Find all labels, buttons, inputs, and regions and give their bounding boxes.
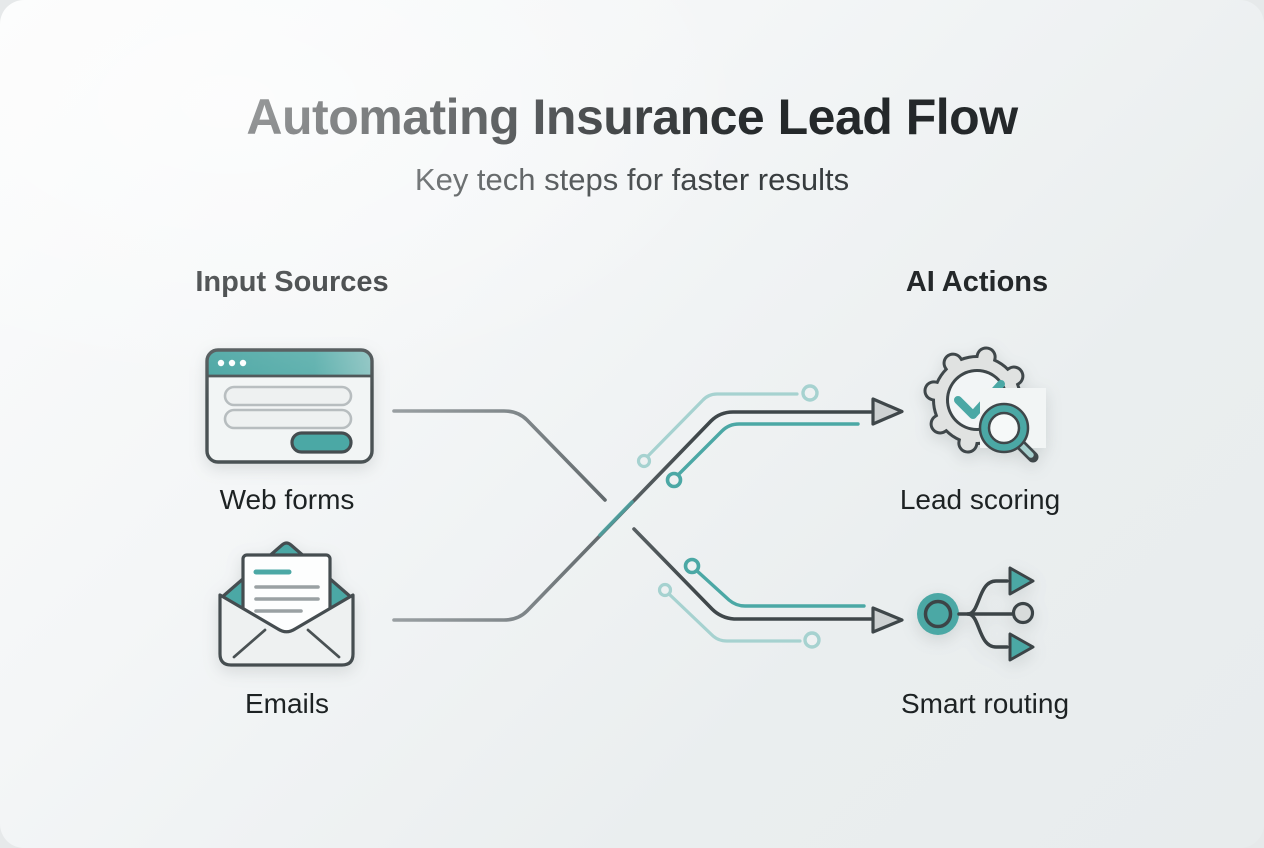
form-field	[223, 408, 353, 430]
envelope-front	[218, 593, 355, 667]
branch-arrowhead-icon	[1008, 632, 1035, 662]
form-submit-button	[290, 431, 353, 454]
window-dot	[217, 359, 225, 367]
circuit-trace-top-teal	[665, 422, 860, 489]
magnifier-icon	[978, 388, 1046, 463]
window-dot	[228, 359, 236, 367]
circuit-trace-top-light	[636, 384, 819, 469]
open-email-icon	[218, 541, 355, 667]
circuit-trace-bottom-teal	[683, 557, 866, 608]
item-label-smart-routing: Smart routing	[900, 688, 1070, 719]
column-header-input-sources: Input Sources	[195, 266, 389, 298]
branch-arrowhead-icon	[1008, 566, 1035, 596]
routing-node	[917, 593, 959, 635]
form-field	[223, 385, 353, 407]
column-header-ai-actions: AI Actions	[905, 266, 1049, 298]
browser-form-icon	[205, 348, 374, 464]
branching-arrows-icon	[917, 566, 1035, 662]
gear-check-magnifier-icon	[923, 346, 1046, 463]
branch-endpoint-node	[1011, 601, 1035, 625]
page-subtitle: Key tech steps for faster results	[414, 162, 850, 197]
page-title: Automating Insurance Lead Flow	[246, 89, 1018, 145]
item-label-web-forms: Web forms	[219, 484, 355, 515]
flow-line-emails-to-leadscoring	[392, 410, 873, 622]
flow-line-webforms-to-routing-2	[632, 527, 873, 621]
window-dot	[239, 359, 247, 367]
arrowhead-icon	[871, 397, 904, 426]
crossing-highlight-segment	[598, 500, 634, 537]
item-label-emails: Emails	[244, 688, 329, 719]
item-label-lead-scoring: Lead scoring	[899, 484, 1061, 515]
circuit-trace-bottom-light	[657, 582, 821, 649]
